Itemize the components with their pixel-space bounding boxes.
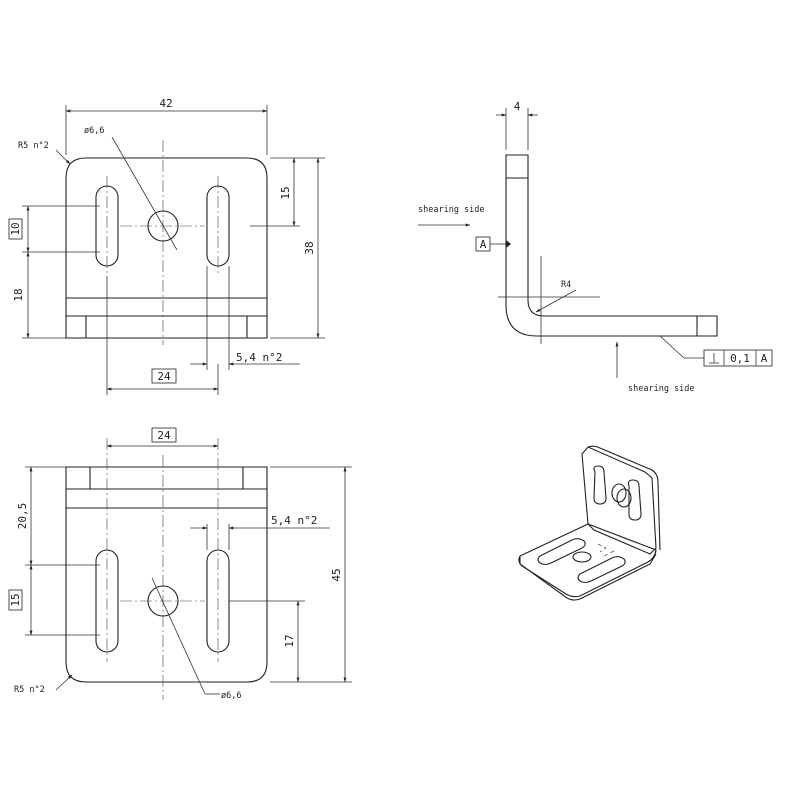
tolerance-frame [703,349,773,367]
bottom-view: 24 5,4 n°2 20,5 15 45 17 R5 n°2 ø6,6 [8,427,352,701]
side-view-profile [505,154,718,337]
dim-top-offset-15: 15 [279,186,292,199]
label-shearing-side-bottom: shearing side [628,384,695,394]
bottom-view-outline [65,466,268,683]
dim-slot-spacing-bottom: 24 [157,429,171,442]
front-view-outline [65,157,268,339]
dim-hole-offset-17: 17 [283,634,296,647]
dim-slot-width-top: 5,4 n°2 [236,351,282,364]
tolerance-datum: A [761,352,768,365]
label-shearing-side-top: shearing side [418,205,485,215]
note-hole-dia-bottom: ø6,6 [221,691,241,701]
dim-height-45: 45 [330,568,343,581]
note-corner-radius-bottom: R5 n°2 [14,685,45,695]
dim-slot-spacing-top: 24 [157,370,171,383]
datum-a-box: A [480,238,487,251]
dim-lower-18: 18 [12,288,25,301]
dim-upper-20-5: 20,5 [16,503,29,530]
side-view: 4 shearing side A R4 shearing side 0,1 A [418,100,773,394]
dim-height-38: 38 [303,241,316,254]
dim-slot-width-bottom: 5,4 n°2 [271,514,317,527]
dim-width-42: 42 [159,97,172,110]
note-bend-radius: R4 [561,280,571,290]
dim-thickness-4: 4 [514,100,521,113]
dim-basic-10: 10 [9,222,22,235]
note-hole-dia-top: ø6,6 [84,126,104,136]
front-view: 42 R5 n°2 ø6,6 38 15 10 18 5,4 n°2 [8,97,325,395]
dim-basic-15: 15 [9,593,22,606]
note-corner-radius-top: R5 n°2 [18,141,49,151]
tolerance-value: 0,1 [730,352,750,365]
isometric-view [518,445,661,601]
